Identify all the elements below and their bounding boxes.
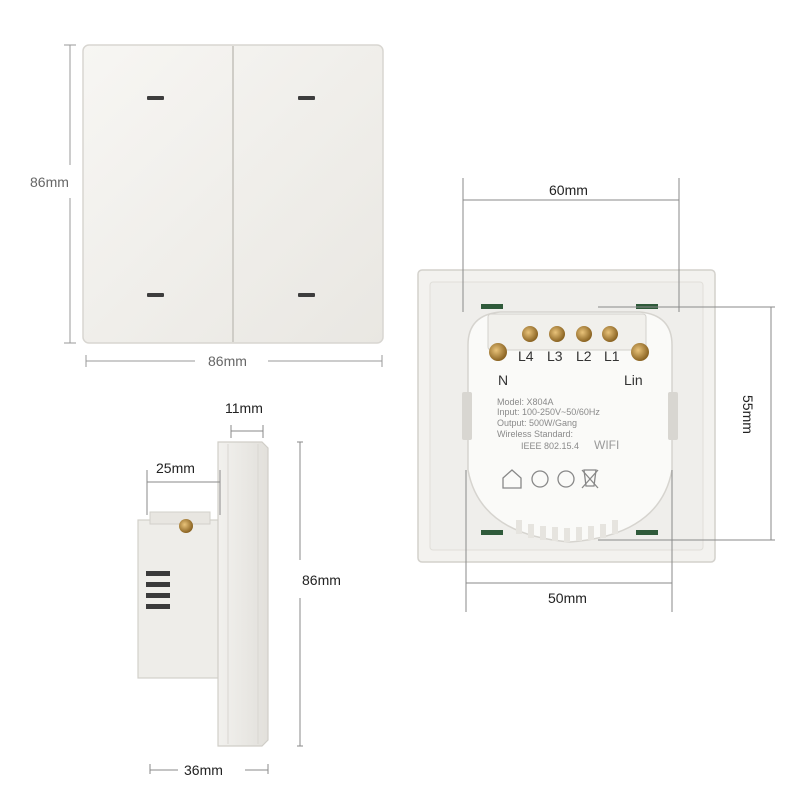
side-total-depth-label: 36mm: [184, 762, 223, 778]
spec-output: Output: 500W/Gang: [497, 418, 578, 428]
front-width-label: 86mm: [208, 353, 247, 369]
terminal-screw-n: [489, 343, 507, 361]
side-view: [137, 441, 269, 747]
front-dimension-lines: [64, 44, 383, 367]
back-view: [417, 269, 716, 563]
spec-wifi: WIFI: [594, 438, 620, 452]
side-top-depth-label: 11mm: [225, 400, 263, 416]
side-screw: [179, 519, 193, 533]
back-right-height-label: 55mm: [740, 395, 756, 434]
certification-symbols: [502, 469, 599, 489]
terminal-label-l4: L4: [518, 348, 534, 364]
spec-model: Model: X804A: [497, 397, 554, 407]
terminal-screw-l4: [522, 326, 538, 342]
left-top-indicator: [147, 96, 164, 100]
terminal-screw-l2: [576, 326, 592, 342]
terminal-label-n: N: [498, 372, 509, 388]
side-body-depth-label: 25mm: [156, 460, 195, 476]
terminal-screw-l1: [602, 326, 618, 342]
right-top-indicator: [298, 96, 315, 100]
spec-ieee: IEEE 802.15.4: [521, 441, 580, 451]
terminal-label-lin: Lin: [624, 372, 643, 388]
side-height-label: 86mm: [302, 572, 341, 588]
back-dimension-lines: [462, 178, 775, 612]
back-top-width-label: 60mm: [549, 182, 588, 198]
back-bottom-width-label: 50mm: [548, 590, 587, 606]
left-bottom-indicator: [147, 293, 164, 297]
terminal-label-l3: L3: [547, 348, 563, 364]
terminal-screw-l3: [549, 326, 565, 342]
spec-wireless: Wireless Standard:: [497, 429, 574, 439]
front-height-label: 86mm: [30, 174, 69, 190]
front-view: [82, 44, 384, 344]
right-bottom-indicator: [298, 293, 315, 297]
spec-input: Input: 100-250V~50/60Hz: [497, 407, 600, 417]
side-dimension-lines: [146, 425, 303, 774]
terminal-label-l1: L1: [604, 348, 620, 364]
terminal-screw-lin: [631, 343, 649, 361]
terminal-label-l2: L2: [576, 348, 592, 364]
